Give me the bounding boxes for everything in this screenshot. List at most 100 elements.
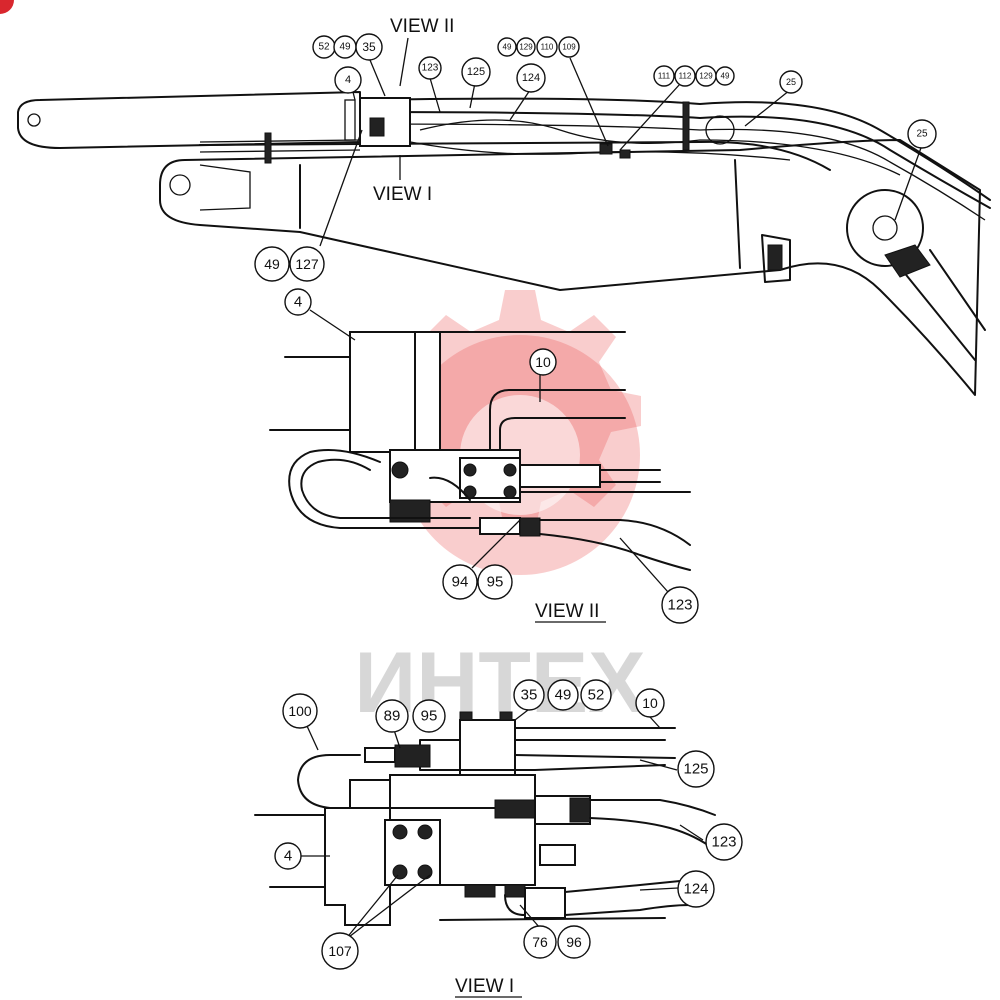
svg-text:94: 94 (452, 574, 469, 591)
svg-text:95: 95 (487, 574, 504, 591)
svg-text:49: 49 (339, 42, 351, 53)
callout-bubble: 49 (333, 35, 357, 59)
svg-text:109: 109 (562, 43, 576, 52)
view2-caption: VIEW II (535, 601, 599, 622)
svg-text:124: 124 (522, 72, 540, 84)
callout-bubble: 125 (461, 57, 491, 87)
view2-arm-body (349, 331, 441, 453)
view1-drawing (254, 711, 716, 926)
svg-text:4: 4 (294, 294, 302, 311)
clamp (682, 101, 690, 151)
callout-bubble: 76 (523, 925, 557, 959)
clamp (264, 132, 272, 164)
svg-text:89: 89 (384, 708, 401, 725)
svg-text:110: 110 (541, 43, 554, 52)
svg-text:49: 49 (721, 72, 730, 81)
callout-bubble: 89 (375, 699, 409, 733)
callout-bubble: 10 (635, 688, 665, 718)
svg-text:112: 112 (679, 72, 692, 81)
svg-text:125: 125 (683, 761, 708, 778)
svg-text:49: 49 (555, 687, 572, 704)
callout-bubble: 4 (284, 288, 312, 316)
callout-bubble: 129 (516, 37, 536, 57)
svg-text:129: 129 (519, 43, 533, 52)
svg-text:76: 76 (532, 934, 548, 950)
callout-bubble: 49 (497, 37, 517, 57)
svg-text:123: 123 (667, 597, 692, 614)
svg-text:49: 49 (264, 256, 280, 272)
svg-text:100: 100 (288, 703, 312, 719)
view1-top-label: VIEW I (373, 184, 432, 205)
callout-bubble: 123 (418, 56, 442, 80)
view1-arm-body (324, 779, 391, 926)
callout-bubble: 124 (677, 870, 715, 908)
callout-bubble: 10 (529, 348, 557, 376)
callout-bubble: 124 (516, 63, 546, 93)
callout-bubble: 107 (321, 932, 359, 970)
callouts-view1: 100 89 95 35 49 52 10 125 123 4 124 107 … (274, 679, 743, 970)
rod-eye (27, 113, 41, 127)
svg-text:52: 52 (318, 42, 330, 53)
svg-text:35: 35 (521, 687, 538, 704)
callout-bubble: 123 (705, 823, 743, 861)
view2-drawing (269, 331, 691, 571)
callout-bubble: 111 (653, 65, 675, 87)
boom-eye (169, 174, 191, 196)
callout-bubble: 52 (580, 679, 612, 711)
callouts-view2: 4 10 94 95 123 (284, 288, 699, 624)
callout-bubble: 35 (355, 33, 383, 61)
svg-text:125: 125 (467, 66, 485, 78)
svg-text:107: 107 (328, 943, 352, 959)
svg-text:25: 25 (916, 129, 928, 140)
top-leaders (319, 37, 923, 247)
svg-text:127: 127 (295, 256, 319, 272)
callout-bubble: 25 (907, 119, 937, 149)
svg-text:4: 4 (284, 848, 292, 865)
callout-bubble: 25 (779, 70, 803, 94)
view1-leaders (300, 709, 704, 941)
svg-text:35: 35 (362, 40, 376, 54)
view2-leaders (309, 309, 669, 593)
view1-caption: VIEW I (455, 976, 514, 997)
callout-bubble: 112 (674, 65, 696, 87)
svg-text:123: 123 (711, 834, 736, 851)
boom-pivot (846, 189, 924, 267)
svg-text:10: 10 (535, 354, 551, 370)
svg-text:4: 4 (345, 74, 351, 86)
callout-bubble: 49 (547, 679, 579, 711)
callout-bubble: 123 (661, 586, 699, 624)
callout-bubble: 49 (254, 246, 290, 282)
svg-text:10: 10 (642, 695, 658, 711)
callout-bubble: 96 (557, 925, 591, 959)
arm-rod (17, 91, 361, 149)
hose-top (359, 97, 991, 201)
svg-text:124: 124 (683, 881, 708, 898)
svg-text:49: 49 (503, 43, 512, 52)
callout-bubble: 125 (677, 750, 715, 788)
side-bracket (761, 234, 791, 283)
svg-text:52: 52 (588, 687, 605, 704)
callout-bubble: 95 (477, 564, 513, 600)
callout-bubble: 110 (536, 36, 558, 58)
callout-bubble: 129 (695, 65, 717, 87)
callout-bubble: 94 (442, 564, 478, 600)
svg-text:129: 129 (699, 72, 713, 81)
boom-body (159, 139, 981, 396)
svg-text:96: 96 (566, 934, 582, 950)
callout-bubble: 127 (289, 246, 325, 282)
callout-bubble: 95 (412, 699, 446, 733)
callout-bubble: 109 (558, 36, 580, 58)
svg-text:123: 123 (422, 63, 439, 74)
callout-bubble: 49 (715, 66, 735, 86)
boom-assembly (17, 91, 991, 396)
callout-bubble: 100 (282, 693, 318, 729)
svg-text:95: 95 (421, 708, 438, 725)
callout-bubble: 4 (274, 842, 302, 870)
svg-text:111: 111 (658, 72, 671, 81)
callout-bubble: 4 (334, 66, 362, 94)
valve-block-top (359, 97, 411, 147)
svg-text:25: 25 (786, 77, 796, 87)
view2-top-label: VIEW II (390, 16, 454, 37)
callouts-top: 52 49 35 4 123 125 124 49 129 110 109 11… (254, 33, 937, 282)
